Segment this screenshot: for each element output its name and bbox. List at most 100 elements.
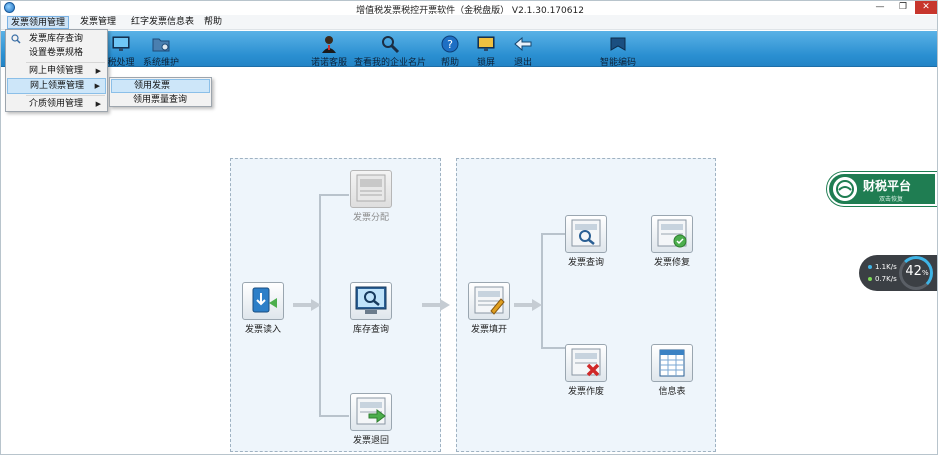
toolbar-lock-screen[interactable]: 锁屏 <box>473 31 499 68</box>
menu-item-label: 网上申领管理 <box>29 66 84 76</box>
node-invoice-fill[interactable]: 发票填开 <box>466 282 512 335</box>
menu-separator <box>26 95 105 96</box>
node-label: 发票退回 <box>352 436 389 446</box>
toolbar-label: 智能编码 <box>599 58 636 68</box>
svg-text:?: ? <box>447 38 453 51</box>
submenu-arrow-icon: ▶ <box>94 82 100 90</box>
usage-percent: 42% <box>902 264 932 279</box>
toolbar-exit[interactable]: 退出 <box>509 31 537 68</box>
app-logo-icon <box>4 2 15 13</box>
toolbar-label: 退出 <box>513 58 532 68</box>
node-invoice-read[interactable]: 发票读入 <box>240 282 286 335</box>
toolbar-tax-processing[interactable]: 税处理 <box>105 31 137 68</box>
menu-item-label: 介质领用管理 <box>29 99 84 109</box>
menu-item-label: 设置卷票规格 <box>29 48 84 58</box>
node-label: 发票作废 <box>567 387 604 397</box>
smart-code-icon <box>610 37 626 51</box>
node-invoice-return[interactable]: 发票退回 <box>348 393 394 446</box>
node-invoice-void[interactable]: 发票作废 <box>563 344 609 397</box>
monitor-icon <box>112 36 130 51</box>
search-icon <box>11 34 21 44</box>
inventory-search-icon <box>350 282 392 320</box>
lock-screen-icon <box>477 36 495 51</box>
invoice-return-icon <box>350 393 392 431</box>
folder-gear-icon <box>152 38 170 52</box>
node-label: 发票查询 <box>567 258 604 268</box>
usage-percent-value: 42 <box>905 264 922 279</box>
connector-line <box>319 415 349 417</box>
toolbar-label: 系统维护 <box>142 58 179 68</box>
node-info-table[interactable]: 信息表 <box>649 344 695 397</box>
node-label: 发票修复 <box>653 258 690 268</box>
flow-arrow-icon <box>422 299 450 311</box>
window-title: 增值税发票税控开票软件（金税盘版） V2.1.30.170612 <box>356 6 584 16</box>
menu-item-roll-spec[interactable]: 设置卷票规格 <box>7 45 106 61</box>
node-invoice-repair[interactable]: 发票修复 <box>649 215 695 268</box>
menu-bar: 发票领用管理 发票管理 红字发票信息表 帮助 <box>1 15 937 30</box>
menu-separator <box>26 62 105 63</box>
menu-item-online-receive[interactable]: 网上领票管理 ▶ <box>7 78 106 94</box>
node-inventory-query[interactable]: 库存查询 <box>348 282 394 335</box>
menu-invoice-acquisition[interactable]: 发票领用管理 <box>7 16 70 29</box>
invoice-repair-icon <box>651 215 693 253</box>
submenu-item-receive-invoice[interactable]: 领用发票 <box>111 79 210 93</box>
invoice-split-icon <box>350 170 392 208</box>
menu-item-stock-query[interactable]: 发票库存查询 <box>7 31 106 47</box>
minimize-button[interactable]: — <box>875 2 885 12</box>
main-toolbar: 税处理 系统维护 诺诺客服 查看我的企业名片 <box>1 31 937 68</box>
menu-item-label: 发票库存查询 <box>29 34 84 44</box>
submenu-arrow-icon: ▶ <box>95 67 101 75</box>
menu-invoice-management[interactable]: 发票管理 <box>80 17 117 27</box>
platform-title: 财税平台 <box>863 179 912 193</box>
menu-item-label: 网上领票管理 <box>30 81 85 91</box>
connector-line <box>541 233 543 347</box>
restore-button[interactable]: ❐ <box>898 2 908 12</box>
magnifier-icon <box>382 36 400 54</box>
upload-speed: 1.1K/s <box>868 263 897 271</box>
usage-ring <box>899 256 933 290</box>
node-invoice-distribute[interactable]: 发票分配 <box>348 170 394 223</box>
node-label: 发票读入 <box>244 325 281 335</box>
connector-line <box>541 233 565 235</box>
toolbar-help[interactable]: ? 帮助 <box>437 31 463 68</box>
toolbar-label: 帮助 <box>440 58 459 68</box>
menu-help[interactable]: 帮助 <box>204 17 223 27</box>
invoice-void-icon <box>565 344 607 382</box>
close-button[interactable]: ✕ <box>915 1 937 14</box>
toolbar-label: 锁屏 <box>476 58 495 68</box>
node-label: 发票填开 <box>470 325 507 335</box>
submenu-item-quantity-query[interactable]: 领用票量查询 <box>133 95 188 105</box>
node-invoice-query[interactable]: 发票查询 <box>563 215 609 268</box>
table-icon <box>651 344 693 382</box>
flow-arrow-icon <box>293 299 321 311</box>
submenu-arrow-icon: ▶ <box>95 100 101 108</box>
flow-arrow-icon <box>514 299 542 311</box>
menu-red-invoice-info[interactable]: 红字发票信息表 <box>131 17 195 27</box>
finance-platform-widget[interactable]: 财税平台 双击恢复 <box>827 172 937 206</box>
toolbar-label: 查看我的企业名片 <box>353 58 426 68</box>
menu-item-online-apply[interactable]: 网上申领管理 ▶ <box>7 63 106 79</box>
usage-percent-unit: % <box>921 269 929 277</box>
network-monitor-widget[interactable]: 1.1K/s 0.7K/s 42% <box>859 255 937 291</box>
toolbar-business-card[interactable]: 查看我的企业名片 <box>352 31 428 68</box>
title-bar: 增值税发票税控开票软件（金税盘版） V2.1.30.170612 — ❐ ✕ <box>1 1 937 16</box>
toolbar-system-maintenance[interactable]: 系统维护 <box>141 31 181 68</box>
node-label: 库存查询 <box>352 325 389 335</box>
invoice-search-icon <box>565 215 607 253</box>
invoice-acquisition-dropdown: 发票库存查询 设置卷票规格 网上申领管理 ▶ 网上领票管理 ▶ 介质领用管理 ▶ <box>5 29 108 112</box>
platform-logo-icon <box>833 177 857 201</box>
upload-dot-icon <box>868 265 872 269</box>
download-dot-icon <box>868 277 872 281</box>
upload-speed-value: 1.1K/s <box>875 263 897 271</box>
person-icon <box>322 36 336 53</box>
connector-line <box>541 347 565 349</box>
exit-arrow-icon <box>514 36 532 52</box>
toolbar-smart-coding[interactable]: 智能编码 <box>597 31 639 68</box>
toolbar-label: 税处理 <box>107 58 135 68</box>
help-icon: ? <box>441 35 459 53</box>
toolbar-nuonuo-service[interactable]: 诺诺客服 <box>309 31 349 68</box>
download-speed: 0.7K/s <box>868 275 897 283</box>
node-label: 信息表 <box>658 387 686 397</box>
menu-item-media-receive[interactable]: 介质领用管理 ▶ <box>7 96 106 112</box>
